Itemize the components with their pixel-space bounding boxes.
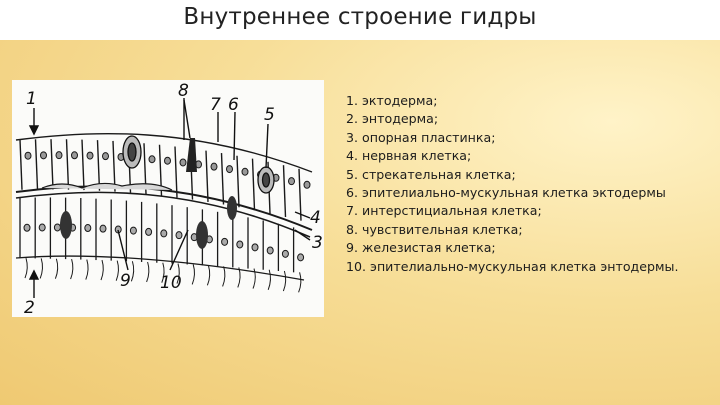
legend-item: 7. интерстициальная клетка;: [346, 203, 542, 219]
label-3: 3: [312, 233, 323, 253]
label-8: 8: [178, 81, 189, 101]
label-10: 10: [160, 273, 182, 293]
stinging-cell-2: [257, 166, 275, 194]
gland-cells: [60, 196, 237, 249]
sensory-cell: [183, 99, 197, 172]
legend-item: 6. эпителиально-мускульная клетка эктоде…: [346, 185, 666, 201]
legend-item: 1. эктодерма;: [346, 93, 438, 108]
legend-item: 8. чувствительная клетка;: [346, 221, 523, 237]
endoderm-layer: [15, 197, 305, 293]
label-1: 1: [26, 89, 37, 109]
legend-list: 1. эктодерма; 2. энтодерма; 3. опорная пла…: [346, 92, 678, 276]
label-5: 5: [264, 105, 275, 125]
label-6: 6: [228, 95, 239, 115]
legend-item: 10. эпителиально-мускульная клетка энтод…: [346, 258, 679, 274]
hydra-diagram: 1 2 3 4 5 6 7 8 9 10: [12, 80, 324, 317]
label-9: 9: [120, 271, 131, 291]
legend-item: 2. энтодерма;: [346, 111, 439, 127]
label-7: 7: [210, 95, 221, 115]
label-2: 2: [24, 298, 35, 317]
stinging-cell: [122, 135, 142, 169]
legend-item: 3. опорная пластинка;: [346, 129, 496, 145]
legend-item: 9. железистая клетка;: [346, 240, 496, 256]
title-bar: Внутреннее строение гидры: [0, 0, 720, 40]
legend-item: 5. стрекательная клетка;: [346, 166, 516, 182]
slide-title: Внутреннее строение гидры: [183, 4, 537, 30]
legend-item: 4. нервная клетка;: [346, 148, 472, 164]
pointer-lines: [28, 98, 311, 298]
label-4: 4: [310, 208, 321, 228]
